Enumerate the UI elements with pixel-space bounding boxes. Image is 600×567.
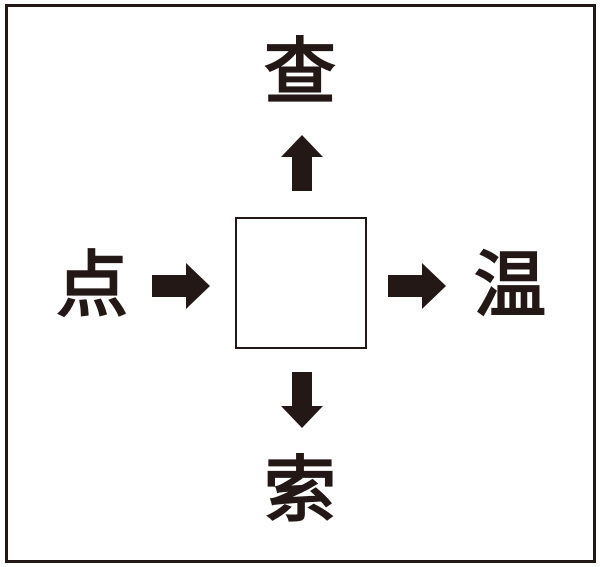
bottom-character: 索 [263, 447, 336, 532]
arrow-up-icon [281, 135, 323, 191]
arrow-right-icon [388, 263, 446, 309]
answer-box[interactable] [235, 217, 367, 349]
arrow-right-icon [152, 263, 210, 309]
arrow-down-icon [281, 372, 323, 428]
puzzle-frame [5, 4, 596, 563]
left-character: 点 [55, 242, 128, 327]
right-character: 温 [473, 242, 546, 327]
top-character: 查 [263, 29, 336, 114]
